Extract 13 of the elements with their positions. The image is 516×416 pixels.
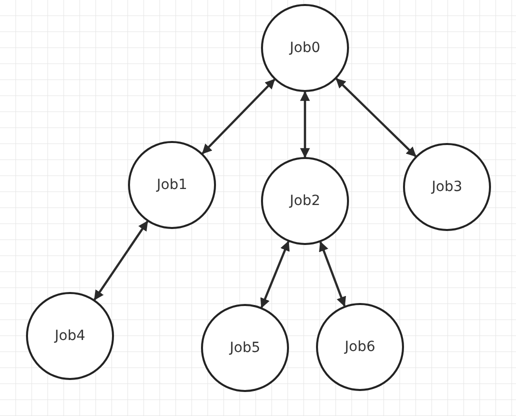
node-label: Job1 <box>156 177 188 193</box>
double-arrow <box>260 240 290 308</box>
node-label: Job2 <box>290 193 320 209</box>
double-arrow <box>336 78 416 157</box>
double-arrow <box>300 91 310 158</box>
node-label: Job3 <box>432 179 462 195</box>
double-arrow <box>94 220 148 300</box>
double-arrow <box>202 78 276 154</box>
node-label: Job0 <box>290 40 320 56</box>
node-label: Job5 <box>230 340 260 356</box>
double-arrow <box>319 241 346 307</box>
node-label: Job6 <box>344 339 376 355</box>
node-label: Job4 <box>54 328 86 344</box>
